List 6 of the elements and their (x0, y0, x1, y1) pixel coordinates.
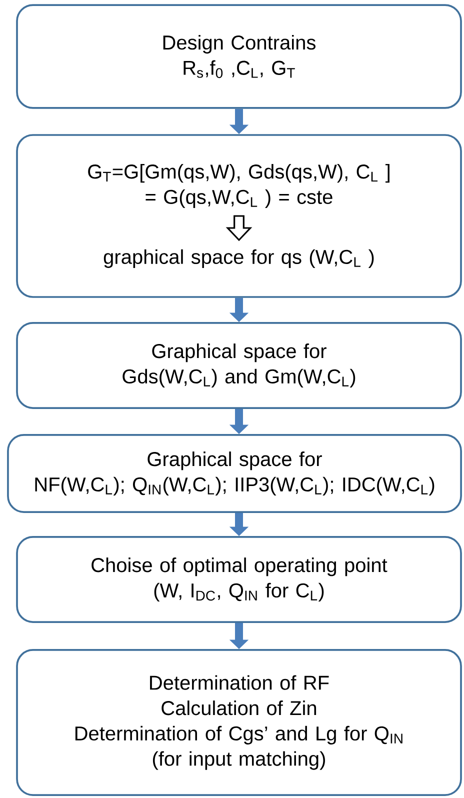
process-box: Design Contrains R$_{s}$,f$_{0}$ ,C$_{L}$, G$_{T}$ (16, 4, 462, 109)
process-box: Graphical space for Gds(W,C$_{L}$) and Gm(W,C$_{L}$) (16, 322, 462, 409)
process-box: G$_{T}$=G[Gm(qs,W), Gds(qs,W), C$_{L}$ ] = G(qs,W,C$_{L}$ ) = cste graphical space for qs (W,C$_{L}$ ) (16, 134, 462, 298)
process-box: Choise of optimal operating point (W, I$_{DC}$, Q$_{IN}$ for C$_{L}$) (16, 536, 462, 623)
process-box: Graphical space for NF(W,C$_{L}$); Q$_{IN}$(W,C$_{L}$); IIP3(W,C$_{L}$); IDC(W,C$_{L}$) (7, 434, 462, 513)
process-box: Determination of RF Calculation of Zin Determination of Cgs’ and Lg for Q$_{IN}$ (for input matching) (16, 649, 462, 796)
